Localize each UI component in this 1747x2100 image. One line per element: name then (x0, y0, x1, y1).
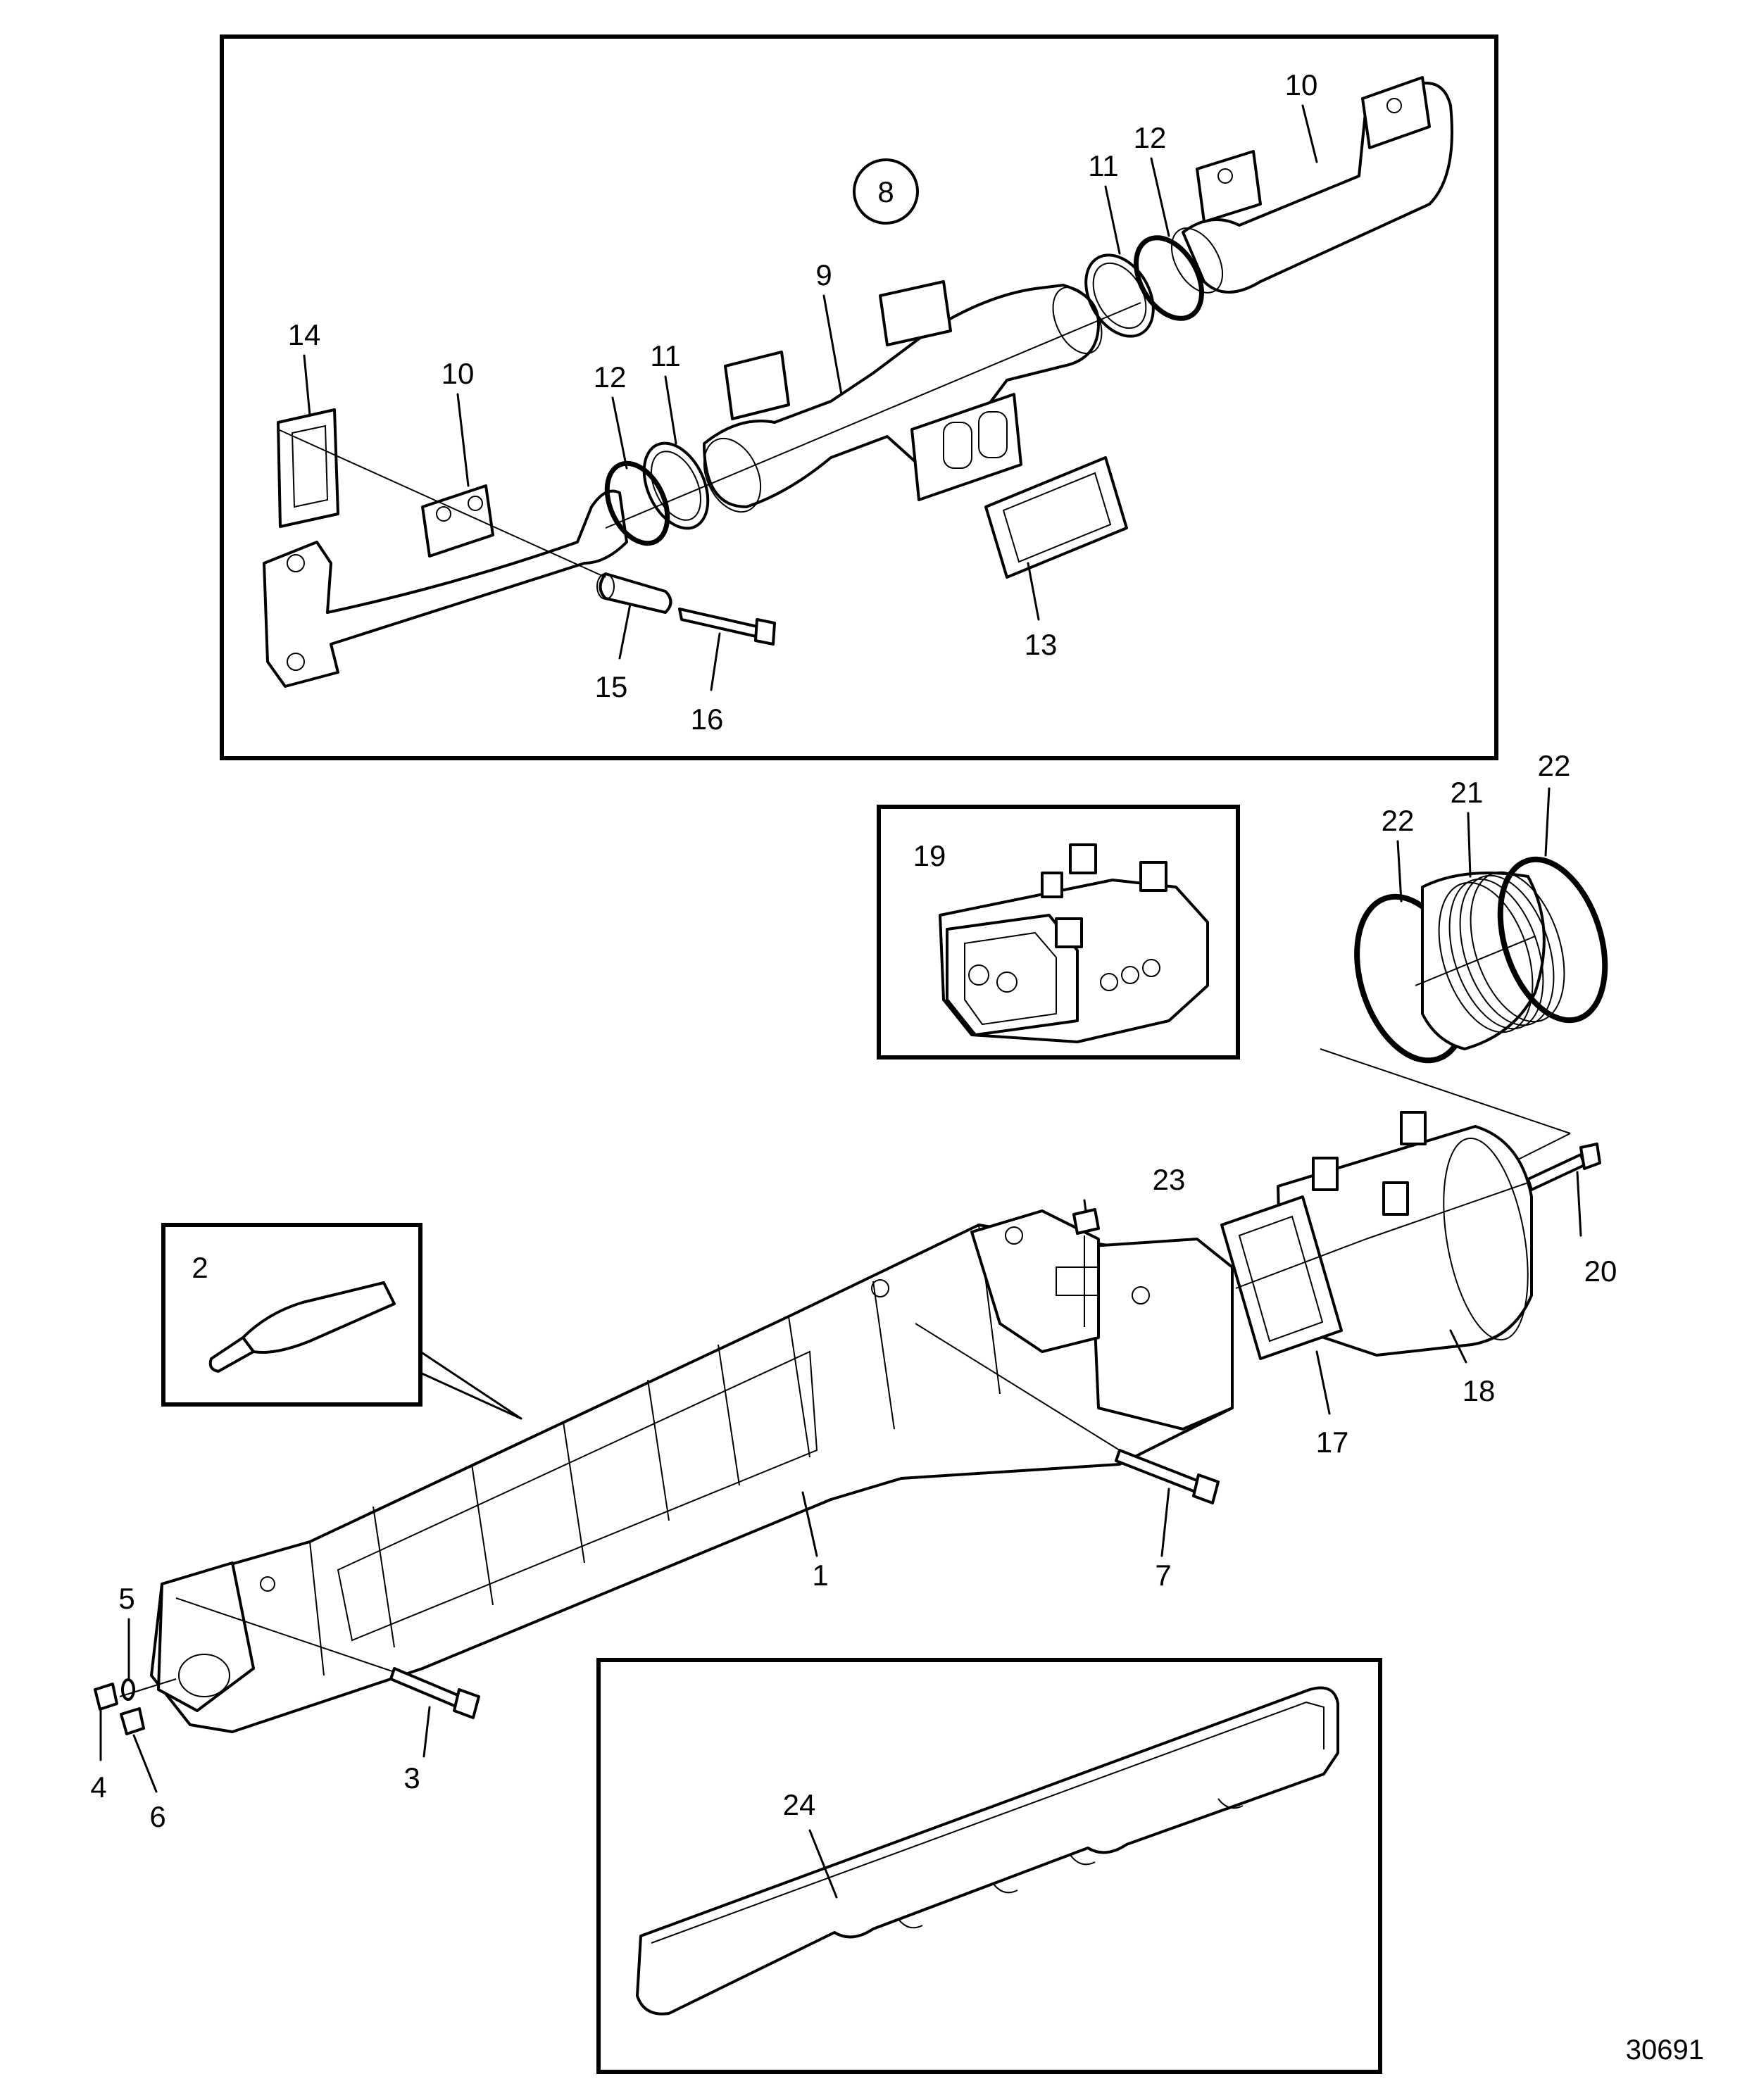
callout-18: 18 (1463, 1374, 1496, 1407)
part-gasket-14 (277, 408, 339, 528)
leader-lines-main (99, 1171, 1582, 1793)
part-ring-11-left (642, 441, 710, 530)
callout-5: 5 (118, 1582, 134, 1615)
part-sealant-tube-2 (208, 1281, 396, 1373)
callout-13: 13 (1025, 628, 1058, 661)
part-oring-22-right (1497, 856, 1608, 1024)
callout-10-left: 10 (442, 357, 475, 390)
callout-16: 16 (691, 703, 724, 736)
assembly-axis-lines (277, 302, 1141, 578)
callout-12-right: 12 (1134, 121, 1167, 154)
callout-24: 24 (783, 1788, 816, 1821)
callout-22-right: 22 (1538, 749, 1571, 782)
part-ring-12-left (604, 460, 670, 546)
detail-box-sealant-2: 2 (161, 1223, 522, 1420)
part-gasket-24 (636, 1686, 1339, 2016)
part-gasket-17 (1220, 1195, 1343, 1360)
part-plug-4 (94, 1683, 118, 1711)
callout-17: 17 (1316, 1426, 1349, 1459)
callout-11-left: 11 (650, 339, 681, 372)
part-manifold-end-right-10 (1170, 76, 1453, 294)
callout-19: 19 (913, 839, 946, 872)
callout-6: 6 (149, 1800, 165, 1833)
part-plug-23 (1072, 1208, 1100, 1235)
callout-8: 8 (877, 175, 894, 208)
part-end-cap-19 (939, 843, 1209, 1043)
callout-23: 23 (1153, 1163, 1186, 1196)
part-heat-exchanger-1 (150, 1209, 1234, 1733)
callout-1: 1 (812, 1559, 828, 1592)
callout-20: 20 (1584, 1255, 1617, 1288)
part-plug-6 (120, 1707, 145, 1735)
part-bolt-20 (1527, 1143, 1601, 1191)
callout-21: 21 (1451, 776, 1484, 809)
detail-box-manifold: 8 (220, 34, 1498, 760)
part-bolt-7 (1115, 1449, 1220, 1504)
detail-box-gasket-24: 24 (596, 1658, 1382, 2074)
part-sleeve-15 (596, 572, 672, 614)
callout-14: 14 (288, 318, 321, 351)
callout-12-left: 12 (594, 360, 627, 394)
part-end-cover-18 (1277, 1111, 1533, 1357)
figure-number: 30691 (1626, 2035, 1704, 2066)
callout-22-left: 22 (1382, 804, 1415, 837)
part-manifold-centre-9 (703, 280, 1103, 513)
leader-lines-rings (1320, 787, 1571, 1162)
part-bellows-21 (1421, 871, 1565, 1050)
detail-reference-8: 8 (853, 158, 919, 225)
part-gasket-13 (984, 456, 1128, 579)
part-washer-5 (121, 1678, 135, 1701)
callout-3: 3 (403, 1761, 420, 1794)
callout-2: 2 (192, 1251, 208, 1284)
part-bolt-3 (389, 1667, 480, 1719)
callout-15: 15 (595, 670, 628, 703)
part-ring-12-right (1134, 235, 1204, 321)
part-manifold-end-left-10 (263, 484, 628, 688)
detail-box-end-cap-19: 19 (877, 805, 1240, 1060)
callout-7: 7 (1155, 1559, 1171, 1592)
callout-4: 4 (90, 1771, 106, 1804)
part-bolt-16 (678, 608, 776, 646)
callout-9: 9 (815, 258, 832, 291)
callout-10-right: 10 (1285, 68, 1318, 101)
leader-lines-manifold (303, 104, 1318, 691)
callout-11-right: 11 (1088, 149, 1119, 182)
